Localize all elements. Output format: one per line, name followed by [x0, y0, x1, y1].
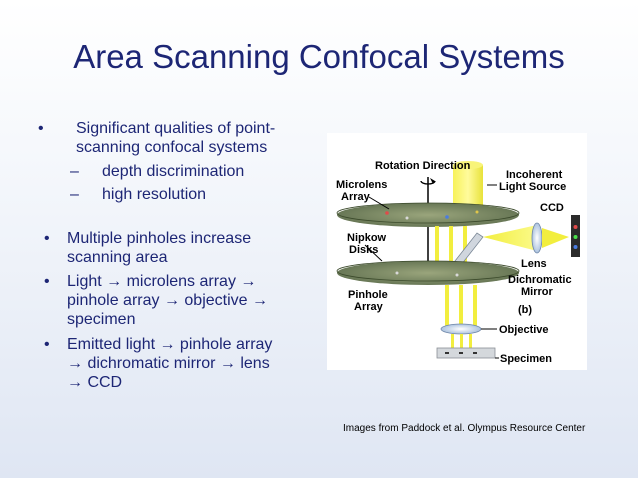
label-dichromatic: Dichromatic — [508, 274, 572, 286]
label-incoherent: Incoherent — [506, 169, 563, 181]
bullet-1-line-2: scanning confocal systems — [76, 139, 268, 156]
label-nipkow: Nipkow — [347, 232, 387, 244]
bullet-marker: • — [38, 120, 44, 137]
label-mirror: Mirror — [521, 286, 554, 298]
label-microlens-array: Array — [341, 191, 371, 203]
image-credit: Images from Paddock et al. Olympus Resou… — [343, 423, 586, 434]
label-specimen: Specimen — [500, 353, 552, 365]
microlens-disk — [337, 203, 519, 227]
label-ccd: CCD — [540, 202, 564, 214]
bullet-3-line-2: pinhole array → objective → — [67, 292, 268, 309]
bullet-4-line-1: Emitted light → pinhole array — [67, 336, 273, 353]
objective-lens — [440, 323, 482, 335]
bullet-marker: • — [44, 273, 50, 290]
sub-bullet-2: high resolution — [102, 186, 207, 203]
dichromatic-mirror — [454, 232, 484, 266]
bullet-1-line-1: Significant qualities of point- — [76, 120, 276, 137]
bullet-3-line-1: Light → microlens array → — [67, 273, 257, 290]
confocal-diagram: Rotation Direction Microlens Array Incoh… — [327, 133, 587, 370]
label-pinhole-array: Array — [354, 301, 384, 313]
pinhole-disk — [337, 261, 519, 285]
bullet-4-line-3: → CCD — [67, 374, 123, 391]
label-objective: Objective — [499, 324, 549, 336]
light-source-top — [453, 161, 483, 169]
label-rotation-direction: Rotation Direction — [375, 160, 471, 172]
label-light-source: Light Source — [499, 181, 566, 193]
bullet-marker: • — [44, 336, 50, 353]
label-pinhole: Pinhole — [348, 289, 388, 301]
bullet-marker: • — [44, 230, 50, 247]
bullet-3-line-3: specimen — [67, 311, 136, 328]
label-b: (b) — [518, 304, 532, 316]
lens — [531, 222, 543, 254]
sub-bullet-marker: – — [70, 186, 79, 203]
label-disks: Disks — [349, 244, 378, 256]
label-microlens: Microlens — [336, 179, 387, 191]
confocal-diagram-svg: Rotation Direction Microlens Array Incoh… — [336, 160, 580, 365]
specimen-slide — [436, 347, 496, 359]
sub-bullet-1: depth discrimination — [102, 163, 245, 180]
bullet-2-line-2: scanning area — [67, 249, 168, 266]
slide-title: Area Scanning Confocal Systems — [73, 38, 565, 75]
emitted-beam — [483, 225, 537, 251]
bullet-4-line-2: → dichromatic mirror → lens — [67, 355, 270, 372]
label-lens: Lens — [521, 258, 547, 270]
bullet-2-line-1: Multiple pinholes increase — [67, 230, 252, 247]
sub-bullet-marker: – — [70, 163, 79, 180]
rotation-arrow — [420, 180, 436, 185]
